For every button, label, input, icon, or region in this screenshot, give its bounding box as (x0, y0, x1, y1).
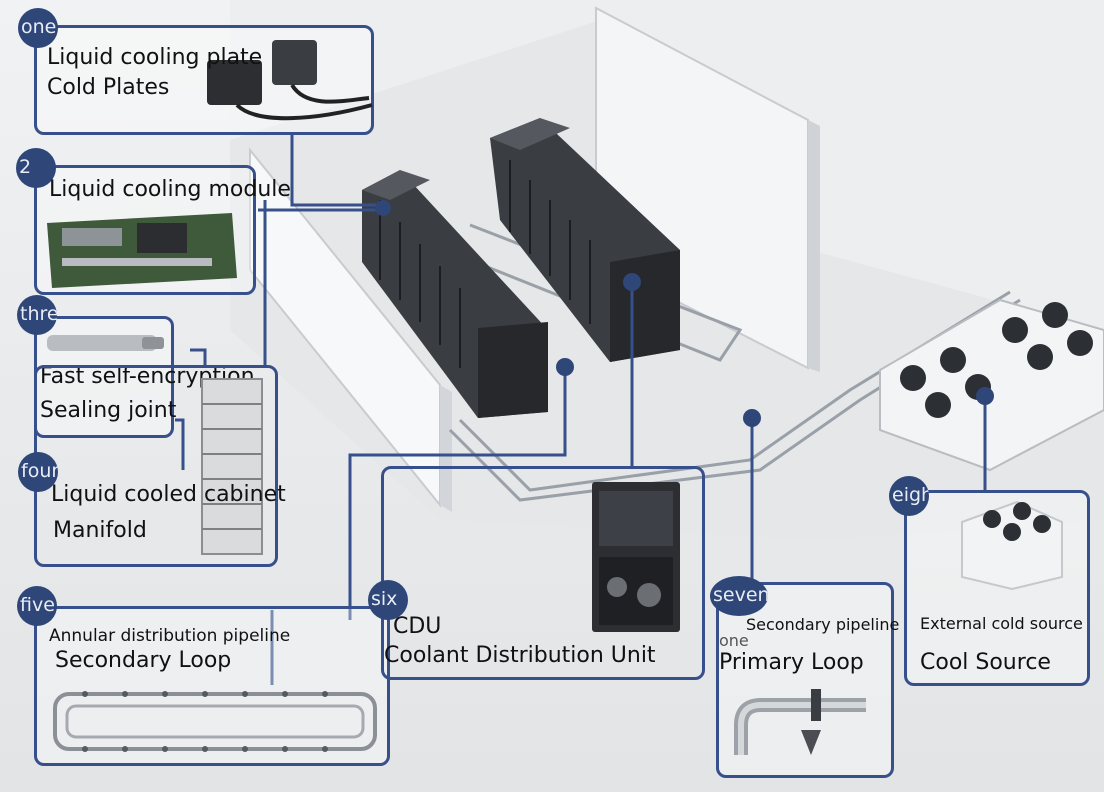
callout-six-subtitle: Coolant Distribution Unit (384, 643, 656, 668)
callout-secondary-loop (34, 606, 390, 766)
quick-connector-icon (47, 335, 164, 351)
badge-five: five (17, 586, 57, 626)
cdu-unit-icon (592, 482, 680, 632)
cold-plate-icon (207, 40, 373, 121)
callout-cool-source (904, 490, 1090, 686)
callout-six-title: CDU (393, 614, 442, 639)
badge-one: one (18, 8, 58, 48)
connector-lines (175, 135, 987, 685)
callout-seven-subtitle: Primary Loop (719, 650, 864, 675)
callout-five-subtitle: Secondary Loop (55, 648, 232, 673)
pipe-elbow-icon (734, 689, 866, 755)
callout-four-title: Liquid cooled cabinet (51, 482, 286, 507)
callout-two-title: Liquid cooling module (49, 177, 291, 202)
callout-cooling-module (34, 165, 256, 295)
callout-cdu (381, 466, 705, 680)
dry-cooler-icon (879, 298, 1104, 472)
badge-four: four (18, 452, 58, 492)
callout-cold-plates (34, 25, 374, 135)
callout-one-title: Liquid cooling plate (47, 45, 263, 70)
badge-six: six (368, 580, 408, 620)
callout-seven-title: Secondary pipeline (746, 615, 900, 634)
callout-three-subtitle: Sealing joint (40, 398, 177, 423)
server-rack-row-left (362, 170, 548, 418)
cooling-module-icon (47, 213, 237, 288)
badge-seven: seven (710, 576, 768, 616)
cooling-tower-icon (961, 500, 1063, 591)
ring-pipeline-icon (53, 691, 377, 752)
callout-eight-title: External cold source (920, 614, 1083, 633)
badge-eight: eight (889, 476, 929, 516)
callout-seven-small: one (719, 631, 749, 650)
manifold-icon (201, 378, 263, 555)
badge-three: three (17, 295, 57, 335)
connector-dots (375, 200, 994, 427)
callout-four-subtitle: Manifold (53, 518, 147, 543)
callout-eight-subtitle: Cool Source (920, 650, 1051, 675)
callout-one-subtitle: Cold Plates (47, 75, 170, 100)
callout-five-title: Annular distribution pipeline (49, 626, 291, 646)
badge-two: 2 (16, 148, 56, 188)
callout-sealing-joint (34, 316, 174, 438)
